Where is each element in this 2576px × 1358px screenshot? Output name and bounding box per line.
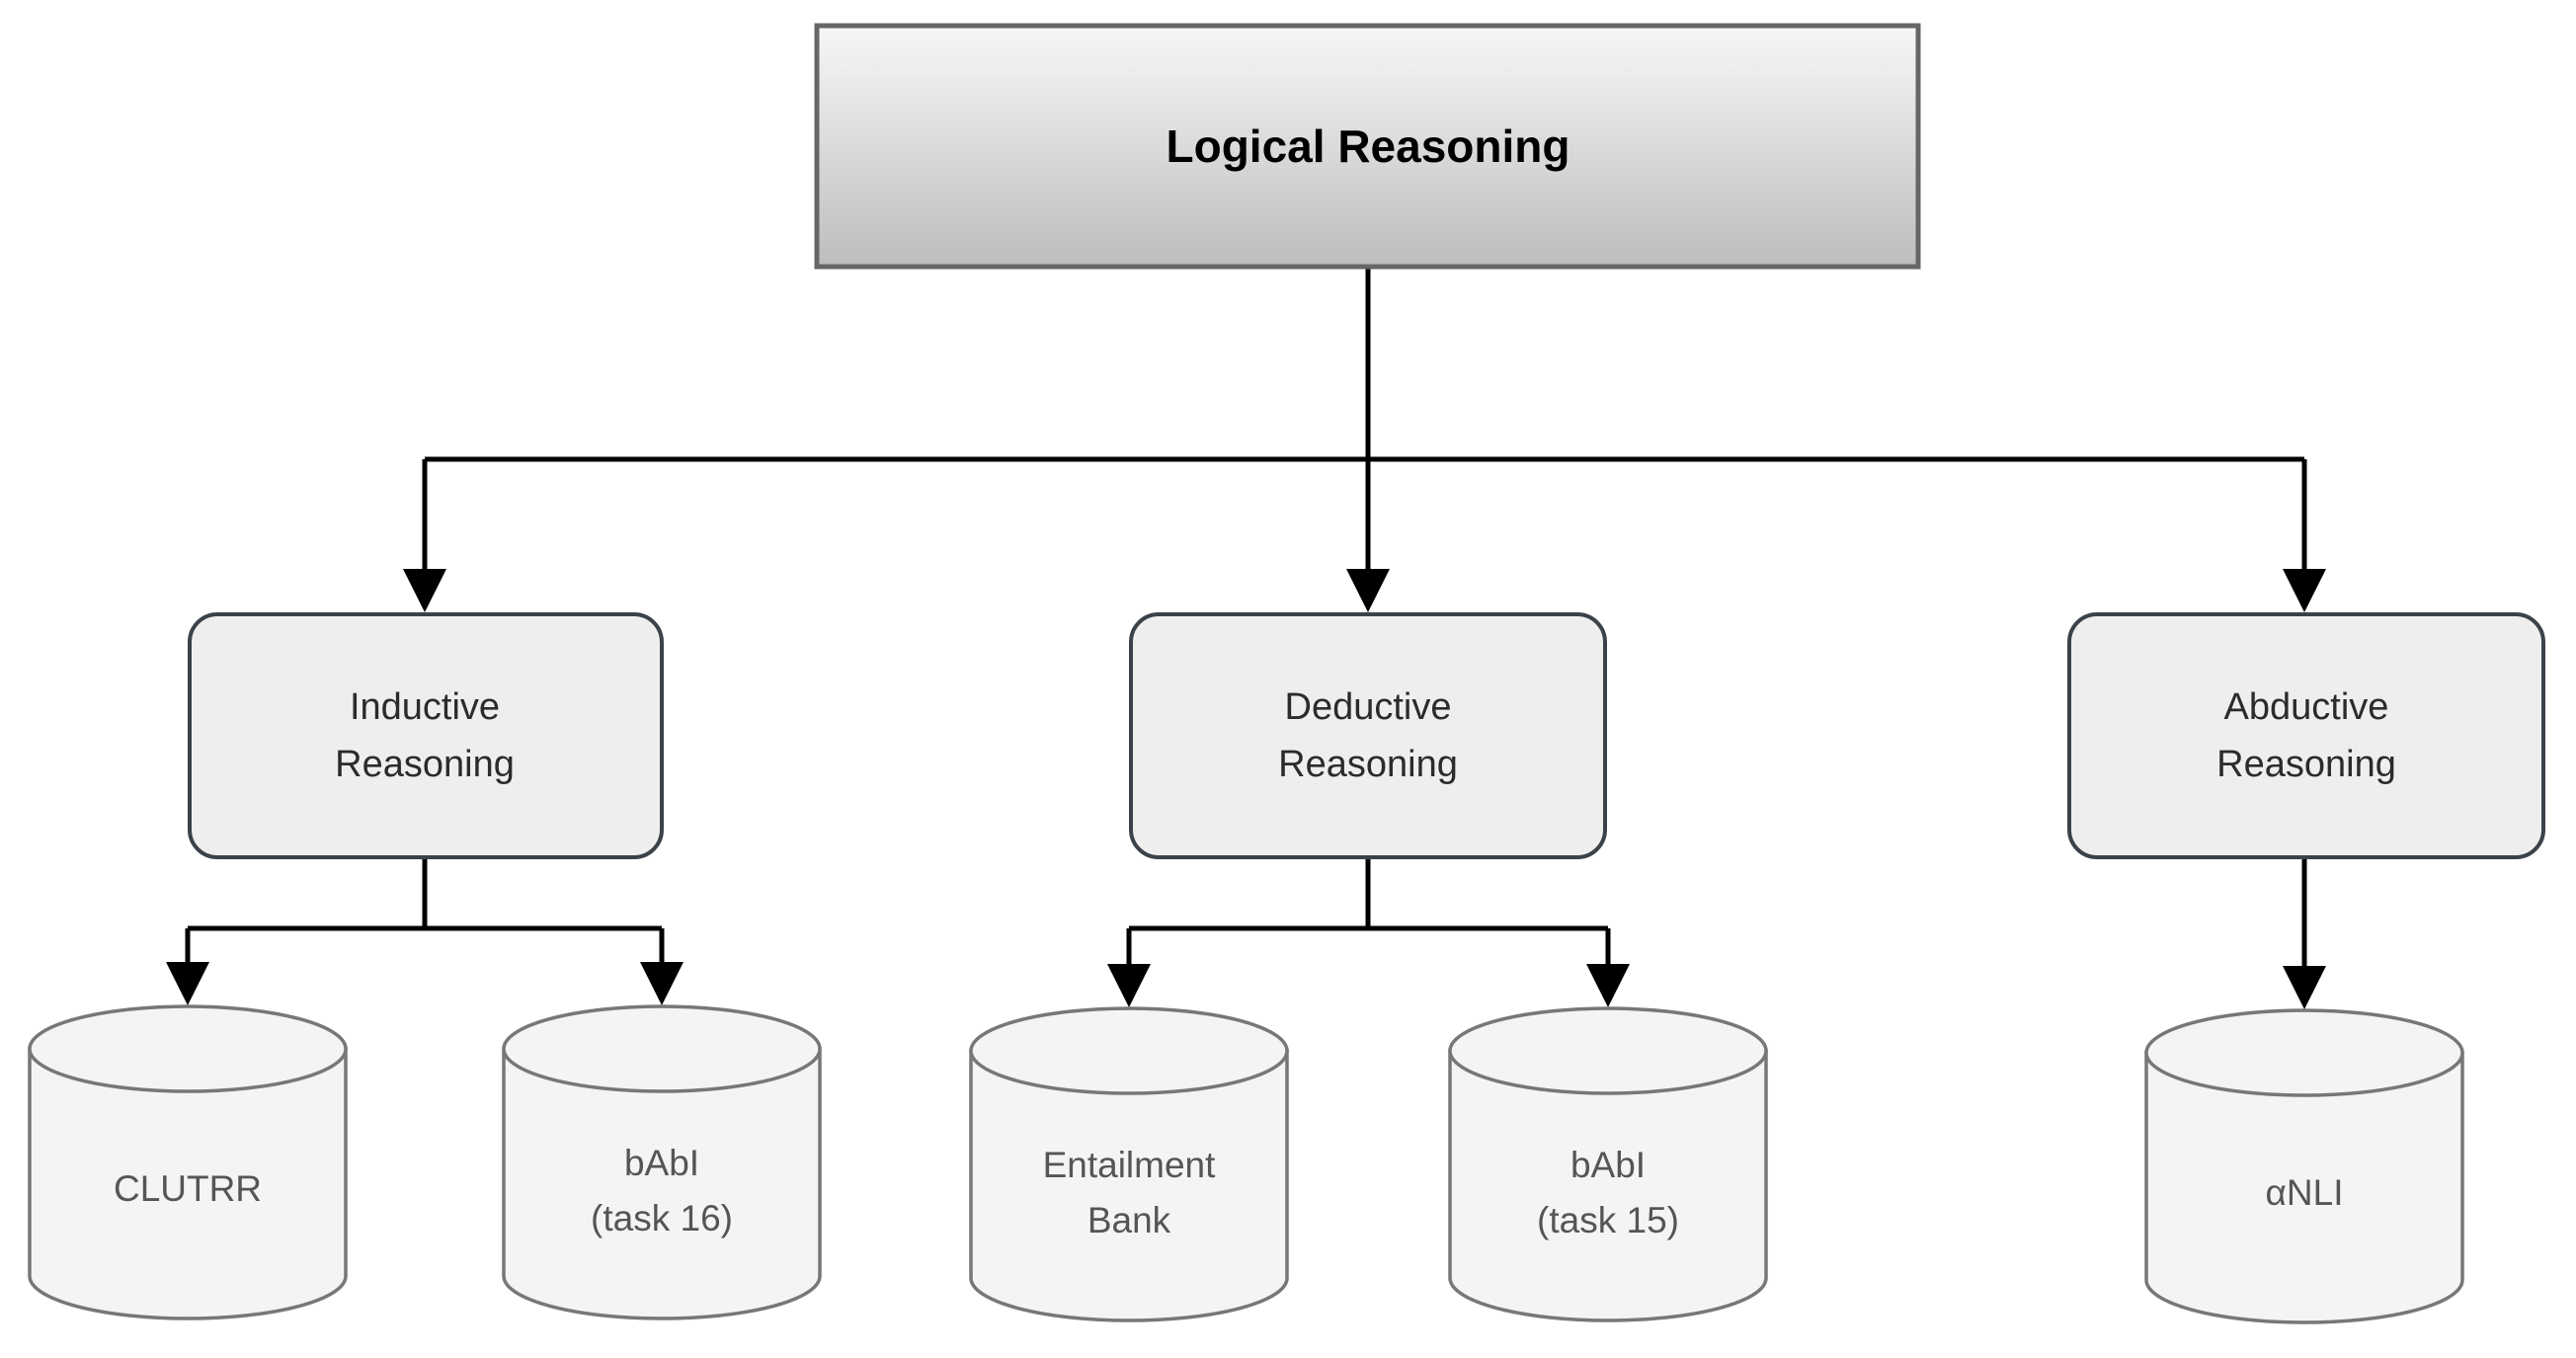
anli-cylinder-top [2144,1008,2464,1097]
arrowhead-babi15 [1586,964,1630,1007]
arrowhead-anli [2283,966,2326,1009]
babi16-label-line1: bAbI [624,1143,699,1183]
arrowhead-clutrr [166,962,209,1005]
entailment-bank-label-line2: Bank [1087,1200,1171,1240]
babi16-cylinder-body [502,1047,822,1320]
babi15-label-line2: (task 15) [1537,1200,1679,1240]
clutrr-cylinder-top [28,1004,348,1093]
babi15-label-line1: bAbI [1570,1145,1646,1185]
root-label: Logical Reasoning [1167,120,1570,172]
babi15-cylinder-top [1448,1006,1768,1095]
inductive-label-line1: Inductive [350,686,500,728]
anli-label-line1: αNLI [2266,1172,2344,1213]
abductive-box-shape [2067,612,2545,859]
babi15-cylinder-body [1448,1049,1768,1322]
inductive-label-line2: Reasoning [335,744,515,785]
node-dataset-anli[interactable]: αNLI [2144,1008,2464,1324]
deductive-label-line1: Deductive [1285,686,1452,728]
connector-group-root [403,267,2326,612]
abductive-label-line2: Reasoning [2216,744,2396,785]
entailment-bank-label-line1: Entailment [1043,1145,1217,1185]
clutrr-label-line1: CLUTRR [114,1168,262,1209]
inductive-box-shape [188,612,664,859]
node-logical-reasoning[interactable]: Logical Reasoning [814,23,1921,270]
entailment-bank-cylinder-top [969,1006,1289,1095]
babi16-label-line2: (task 16) [591,1198,733,1238]
arrowhead-inductive [403,569,446,612]
node-abductive-reasoning[interactable]: Abductive Reasoning [2067,612,2545,859]
abductive-label-line1: Abductive [2224,686,2389,728]
arrowhead-abductive [2283,569,2326,612]
node-deductive-reasoning[interactable]: Deductive Reasoning [1129,612,1607,859]
node-dataset-babi-15[interactable]: bAbI (task 15) [1448,1006,1768,1322]
entailment-bank-cylinder-body [969,1049,1289,1322]
deductive-label-line2: Reasoning [1278,744,1458,785]
root-box-shape [814,23,1921,270]
arrowhead-deductive [1346,569,1390,612]
arrowhead-babi16 [640,962,684,1005]
clutrr-cylinder-body [28,1047,348,1320]
anli-cylinder-body [2144,1051,2464,1324]
connector-group-deductive [1107,857,1630,1007]
node-dataset-entailment-bank[interactable]: Entailment Bank [969,1006,1289,1322]
node-dataset-babi-16[interactable]: bAbI (task 16) [502,1004,822,1320]
connector-group-inductive [166,857,684,1005]
node-inductive-reasoning[interactable]: Inductive Reasoning [188,612,664,859]
connector-group-abductive [2283,857,2326,1009]
deductive-box-shape [1129,612,1607,859]
node-dataset-clutrr[interactable]: CLUTRR [28,1004,348,1320]
arrowhead-entailment-bank [1107,964,1151,1007]
babi16-cylinder-top [502,1004,822,1093]
